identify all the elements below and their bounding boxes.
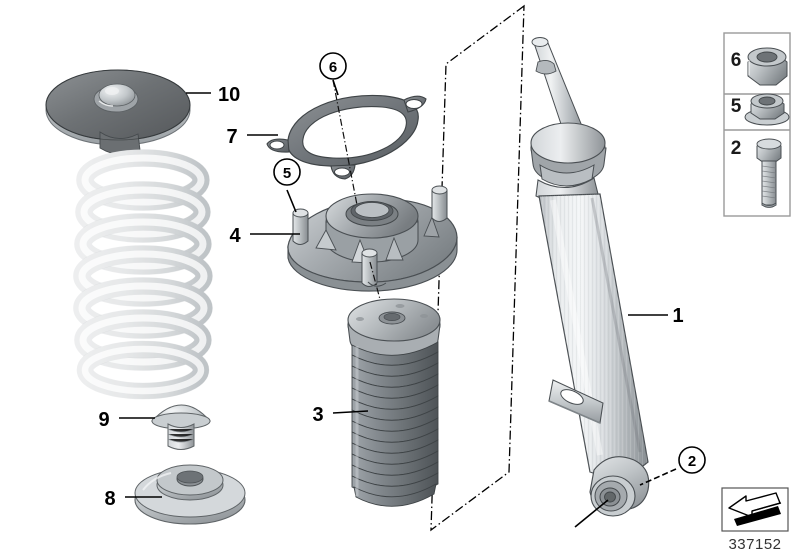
callout-8: 8 — [104, 488, 115, 510]
direction-arrow-icon — [728, 492, 782, 526]
mount-stud — [361, 248, 378, 287]
legend-label-5: 5 — [731, 96, 742, 117]
mount-stud — [431, 185, 448, 222]
hex-bolt-icon — [756, 138, 782, 208]
direction-marker — [721, 487, 789, 532]
callout-7: 7 — [226, 126, 237, 148]
callout-2-circled: 2 — [678, 446, 706, 474]
diagram-number: 337152 — [728, 536, 781, 553]
lock-nut-icon — [747, 47, 788, 86]
legend-panel: 6 5 2 — [723, 32, 791, 217]
callout-leaders — [119, 79, 677, 498]
callout-3: 3 — [312, 404, 323, 426]
callout-1: 1 — [672, 305, 683, 327]
part-3-dust-boot — [347, 298, 441, 507]
callout-labels: 10 7 4 3 9 8 1 5 6 2 — [98, 52, 706, 510]
assembly-axis-chain — [332, 79, 386, 319]
callout-10: 10 — [218, 84, 240, 106]
callout-5-circled: 5 — [273, 158, 301, 186]
mount-stud — [292, 208, 309, 245]
legend-item-lock-nut: 6 — [731, 47, 788, 86]
part-9-conical-plug — [151, 396, 211, 450]
callout-6-circled: 6 — [319, 52, 347, 80]
part-7-gasket — [266, 94, 427, 180]
part-8-spring-pad — [134, 464, 246, 525]
callout-5: 5 — [283, 165, 291, 182]
part-4-strut-mount — [287, 185, 458, 292]
legend-item-flange-nut: 5 — [731, 93, 790, 126]
part-1-shock-absorber — [530, 37, 650, 528]
callout-9: 9 — [98, 409, 109, 431]
callout-2: 2 — [688, 453, 696, 470]
legend-item-hex-bolt: 2 — [731, 138, 782, 208]
callout-6: 6 — [329, 59, 337, 76]
assembly-boundary-chain — [430, 4, 525, 532]
legend-label-2: 2 — [731, 138, 742, 159]
part-10-cover-cap — [45, 69, 191, 155]
flange-nut-icon — [744, 93, 790, 126]
legend-label-6: 6 — [731, 50, 742, 71]
part-coil-spring — [73, 149, 213, 400]
callout-4: 4 — [229, 225, 241, 247]
